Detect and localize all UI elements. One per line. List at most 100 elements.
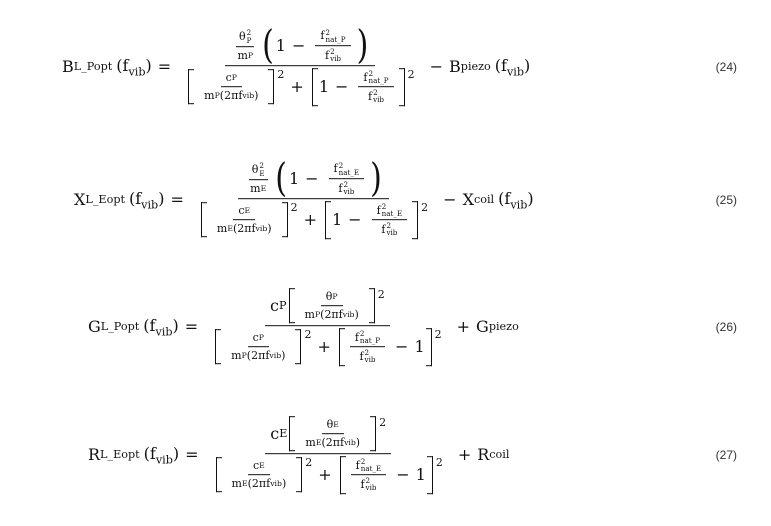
symbol-lp: (: [494, 55, 502, 75]
symbol-f: f: [376, 203, 381, 217]
symbol-vib: vib: [270, 479, 282, 489]
symbol-m: m: [216, 222, 228, 236]
symbol-eq: =: [170, 190, 184, 210]
symbol-rp: ): [527, 188, 534, 208]
symbol-two: 2: [407, 68, 415, 82]
operator: =: [185, 446, 198, 465]
symbol-plus: +: [457, 445, 472, 465]
tail-subscript: coil: [473, 193, 495, 207]
symbol-two: 2: [304, 328, 312, 342]
symbol-one: 1: [318, 77, 330, 97]
symbol-theta: θ: [325, 290, 333, 304]
symbol-vib: vib: [344, 438, 356, 448]
operator: −: [443, 191, 456, 210]
symbol-f: f: [325, 48, 330, 62]
operator: −: [395, 338, 408, 357]
right-paren: ): [357, 23, 369, 69]
symbol-f: f: [135, 188, 142, 208]
symbol-rp: ): [254, 89, 259, 103]
subscript-k: E: [244, 206, 251, 216]
symbol-two: 2: [365, 476, 371, 486]
symbol-m: m: [304, 308, 315, 322]
symbol-twopi: 2π: [251, 349, 266, 363]
symbol-vib: vib: [510, 198, 528, 212]
tail-symbol: X: [462, 190, 474, 210]
symbol-m: m: [231, 349, 242, 363]
symbol-m: m: [305, 436, 316, 450]
symbol-rp: ): [524, 55, 531, 75]
symbol-minus: −: [305, 169, 319, 189]
symbol-f: f: [266, 477, 271, 491]
symbol-vib: vib: [342, 310, 355, 320]
subscript-k: P: [278, 299, 287, 313]
subscript-k: P: [247, 50, 254, 60]
symbol-rp: ): [172, 315, 179, 335]
symbol-rp: ): [281, 477, 287, 491]
symbol-twopi: 2π: [251, 477, 267, 491]
subscript-nat: nat_E: [381, 209, 403, 219]
equation-number: (24): [715, 60, 737, 74]
symbol-f: f: [251, 222, 256, 236]
symbol-theta: θ: [239, 30, 246, 44]
operator: −: [335, 78, 348, 97]
symbol-f: f: [381, 223, 386, 237]
symbol-vib: vib: [330, 54, 341, 64]
symbol-vib: vib: [364, 355, 376, 365]
operator: =: [185, 318, 198, 337]
tail-subscript: piezo: [460, 60, 491, 74]
symbol-lp: (: [320, 308, 325, 322]
symbol-vib: vib: [255, 224, 268, 234]
symbol-plus: +: [318, 465, 332, 485]
subscript-k: E: [279, 427, 288, 441]
symbol-twopi: 2π: [324, 308, 339, 322]
tail-symbol: B: [449, 57, 461, 77]
subscript-k: P: [231, 73, 237, 83]
symbol-m: m: [237, 48, 248, 62]
exponent: 2: [436, 456, 443, 469]
lhs-symbol: R: [88, 445, 101, 465]
symbol-f: f: [359, 350, 364, 364]
symbol-c: c: [252, 459, 260, 473]
operator: +: [458, 446, 471, 465]
symbol-theta: θ: [326, 418, 334, 432]
symbol-plus: +: [317, 337, 331, 357]
lhs-symbol: X: [74, 190, 86, 210]
operator: −: [396, 466, 409, 485]
symbol-plus: +: [456, 317, 471, 337]
symbol-f: f: [368, 90, 373, 104]
symbol-rp: ): [281, 349, 286, 363]
symbol-rp: ): [370, 155, 382, 202]
symbol-plus: +: [290, 77, 304, 97]
symbol-lp: (: [262, 22, 274, 69]
symbol-f: f: [355, 458, 360, 472]
symbol-eq: =: [185, 445, 199, 465]
symbol-m: m: [204, 89, 215, 103]
symbol-vib: vib: [155, 453, 173, 467]
lhs-subscript: L_Popt: [100, 320, 140, 334]
